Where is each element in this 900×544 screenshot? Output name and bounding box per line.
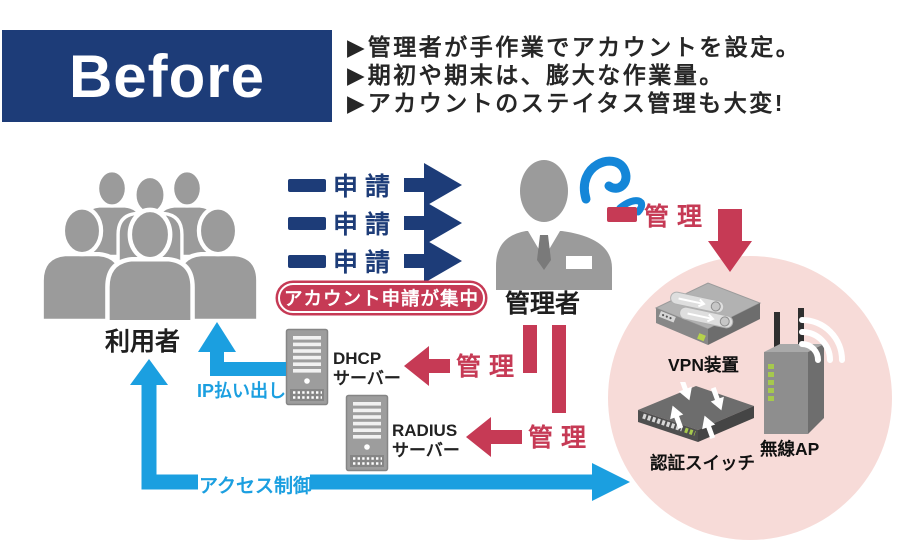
server-name: RADIUS — [392, 421, 458, 440]
server-type: サーバー — [333, 368, 401, 388]
bullet-triangle-icon: ▶ — [347, 90, 365, 116]
manage-dhcp-arrow-icon — [404, 346, 450, 386]
manage-radius-label: 管理 — [528, 424, 595, 452]
server-type: サーバー — [392, 440, 460, 460]
request-arrow-icon — [404, 201, 463, 245]
wireless-ap-icon — [764, 308, 845, 434]
manage-dhcp-label: 管理 — [456, 353, 523, 381]
bullet-triangle-icon: ▶ — [347, 62, 365, 88]
request-arrow-icon — [404, 163, 463, 207]
users-group-icon — [42, 169, 257, 320]
ip-assign-arrow-icon — [198, 322, 286, 376]
admin-icon — [496, 160, 612, 290]
bullet-text: 管理者が手作業でアカウントを設定。 — [367, 34, 802, 60]
dhcp-server-label: DHCP サーバー — [333, 349, 401, 388]
manage-line-segment — [552, 325, 566, 413]
manage-dash-icon — [607, 207, 637, 222]
request-flow-row: 申請 — [288, 239, 464, 283]
admin-label: 管理者 — [505, 290, 581, 318]
radius-server-label: RADIUS サーバー — [392, 421, 460, 460]
access-control-arrow-icon — [130, 359, 630, 501]
request-flow-row: 申請 — [288, 163, 464, 207]
manage-radius-arrow-icon — [466, 417, 522, 457]
manage-devices-arrow-icon — [708, 209, 752, 272]
ip-assign-label: IP払い出し — [197, 381, 287, 401]
request-arrow-icon — [404, 239, 463, 283]
manage-line-segment — [523, 325, 537, 373]
page-title: Before — [68, 42, 266, 110]
manage-devices-label: 管理 — [644, 203, 711, 231]
bullet-line: ▶ 期初や期末は、膨大な作業量。 — [347, 61, 801, 89]
request-concentration-badge: アカウント申請が集中 — [278, 283, 485, 313]
server-name: DHCP — [333, 349, 382, 368]
request-flow-row: 申請 — [288, 201, 464, 245]
bullet-text: アカウントのステイタス管理も大変! — [367, 90, 785, 116]
request-label: 申請 — [333, 173, 398, 201]
badge-text: アカウント申請が集中 — [283, 288, 479, 309]
before-banner: Before — [2, 30, 332, 122]
users-label: 利用者 — [105, 328, 181, 356]
request-dash-icon — [288, 178, 326, 192]
access-control-label: アクセス制御 — [199, 476, 313, 497]
request-dash-icon — [288, 216, 326, 230]
wireless-ap-label: 無線AP — [760, 439, 820, 459]
sweat-marks-icon — [579, 156, 646, 216]
auth-switch-icon — [638, 382, 754, 442]
bullet-line: ▶ 管理者が手作業でアカウントを設定。 — [347, 33, 801, 61]
feature-bullets: ▶ 管理者が手作業でアカウントを設定。 ▶ 期初や期末は、膨大な作業量。 ▶ ア… — [347, 33, 801, 117]
bullet-text: 期初や期末は、膨大な作業量。 — [367, 62, 725, 88]
bullet-triangle-icon: ▶ — [347, 34, 365, 60]
request-label: 申請 — [333, 249, 398, 277]
bullet-line: ▶ アカウントのステイタス管理も大変! — [347, 89, 801, 117]
request-dash-icon — [288, 254, 326, 268]
vpn-device-icon — [654, 282, 762, 345]
vpn-device-label: VPN装置 — [668, 355, 739, 375]
auth-switch-label: 認証スイッチ — [650, 453, 755, 473]
request-label: 申請 — [333, 211, 398, 239]
